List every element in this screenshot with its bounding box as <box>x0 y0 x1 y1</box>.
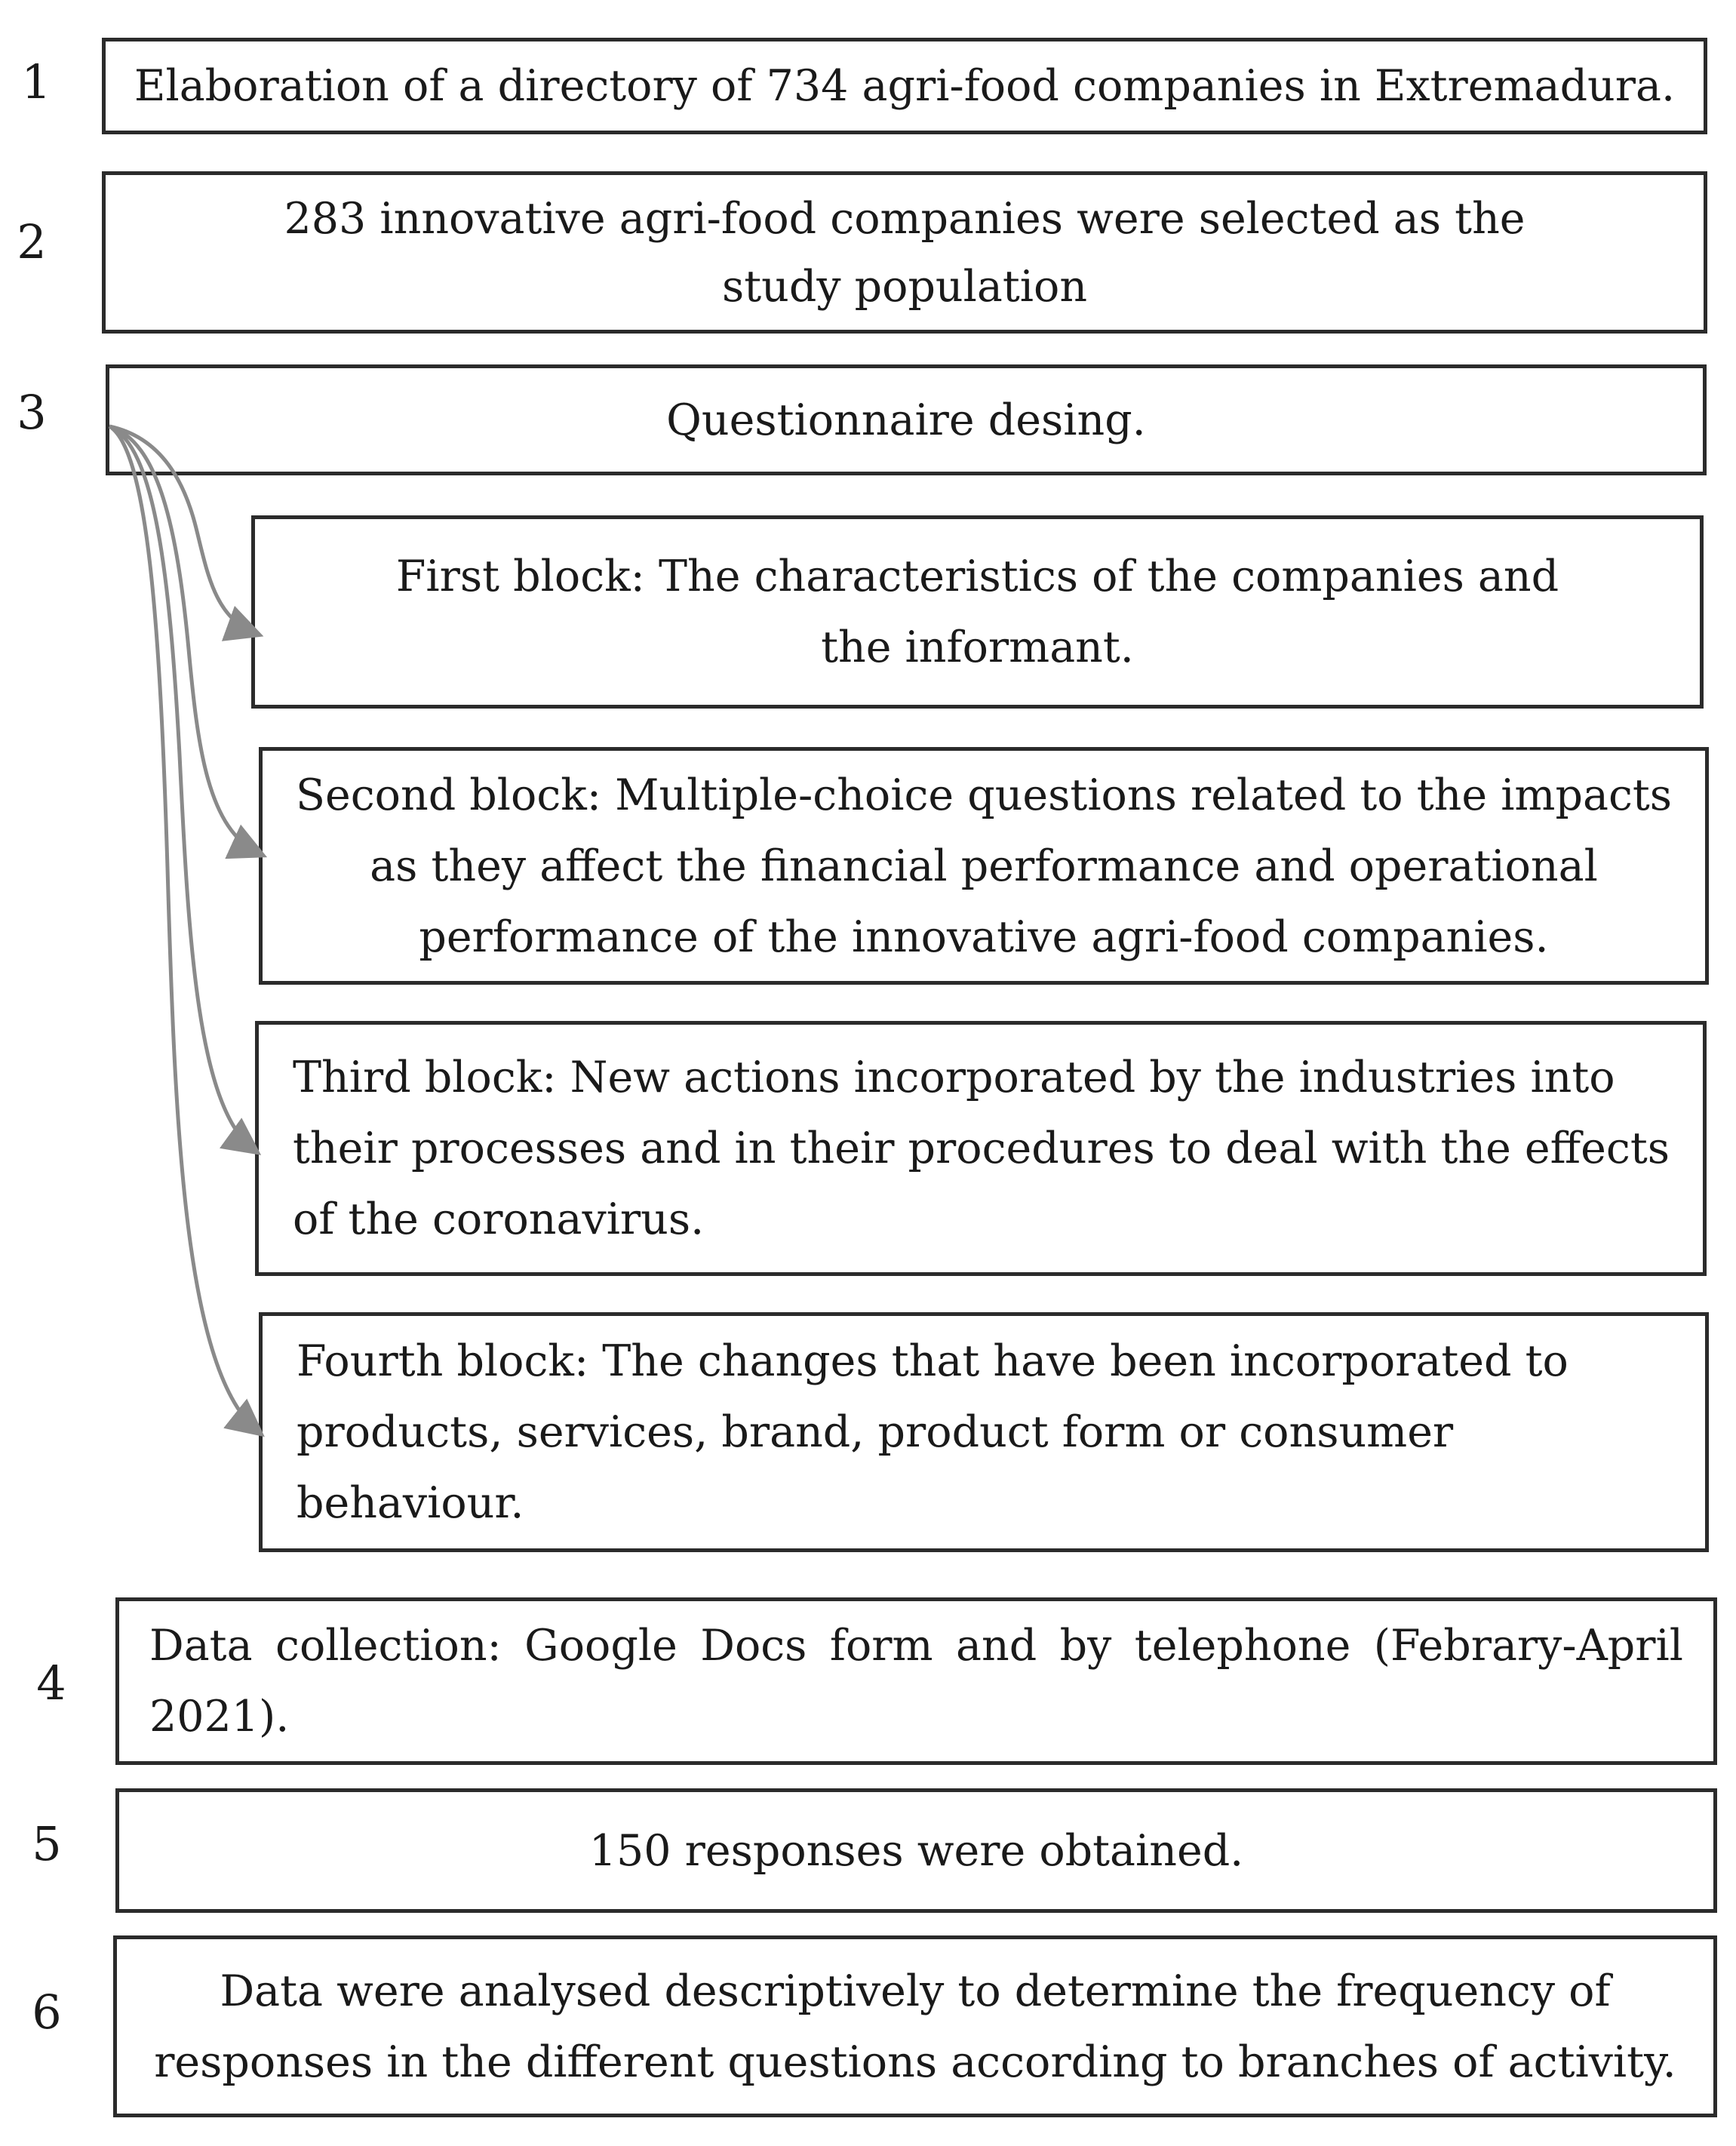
block-text-third: Third block: New actions incorporated by… <box>293 1053 1670 1244</box>
block-box-third: Third block: New actions incorporated by… <box>255 1021 1707 1276</box>
block-box-fourth: Fourth block: The changes that have been… <box>259 1312 1709 1552</box>
step-box-1: Elaboration of a directory of 734 agri-f… <box>102 38 1707 134</box>
step-number-2: 2 <box>17 214 47 269</box>
step-box-2: 283 innovative agri-food companies were … <box>102 171 1707 334</box>
block-box-first: First block: The characteristics of the … <box>251 515 1704 709</box>
step-box-6: Data were analysed descriptively to dete… <box>113 1935 1717 2117</box>
arrow-to-third-block <box>108 424 262 1155</box>
step-number-4: 4 <box>36 1656 66 1711</box>
step-text-3: Questionnaire desing. <box>666 395 1146 445</box>
step-number-3: 3 <box>17 385 47 440</box>
step-number-6: 6 <box>32 1985 62 2040</box>
step-text-2: 283 innovative agri-food companies were … <box>284 193 1526 312</box>
block-box-second: Second block: Multiple-choice questions … <box>259 747 1709 985</box>
step-number-5: 5 <box>32 1816 62 1871</box>
block-text-second: Second block: Multiple-choice questions … <box>295 770 1673 962</box>
block-text-fourth: Fourth block: The changes that have been… <box>297 1336 1569 1528</box>
step-number-1: 1 <box>21 54 51 109</box>
arrow-to-second-block <box>109 424 268 859</box>
step-box-3: Questionnaire desing. <box>106 364 1707 475</box>
step-text-1: Elaboration of a directory of 734 agri-f… <box>134 61 1676 111</box>
step-text-4: Data collection: Google Docs form and by… <box>149 1621 1683 1742</box>
step-box-4: Data collection: Google Docs form and by… <box>115 1597 1717 1765</box>
step-text-5: 150 responses were obtained. <box>588 1825 1244 1876</box>
block-text-first: First block: The characteristics of the … <box>395 552 1559 672</box>
step-text-6: Data were analysed descriptively to dete… <box>154 1966 1676 2087</box>
arrow-to-fourth-block <box>108 424 265 1437</box>
step-box-5: 150 responses were obtained. <box>115 1788 1717 1913</box>
